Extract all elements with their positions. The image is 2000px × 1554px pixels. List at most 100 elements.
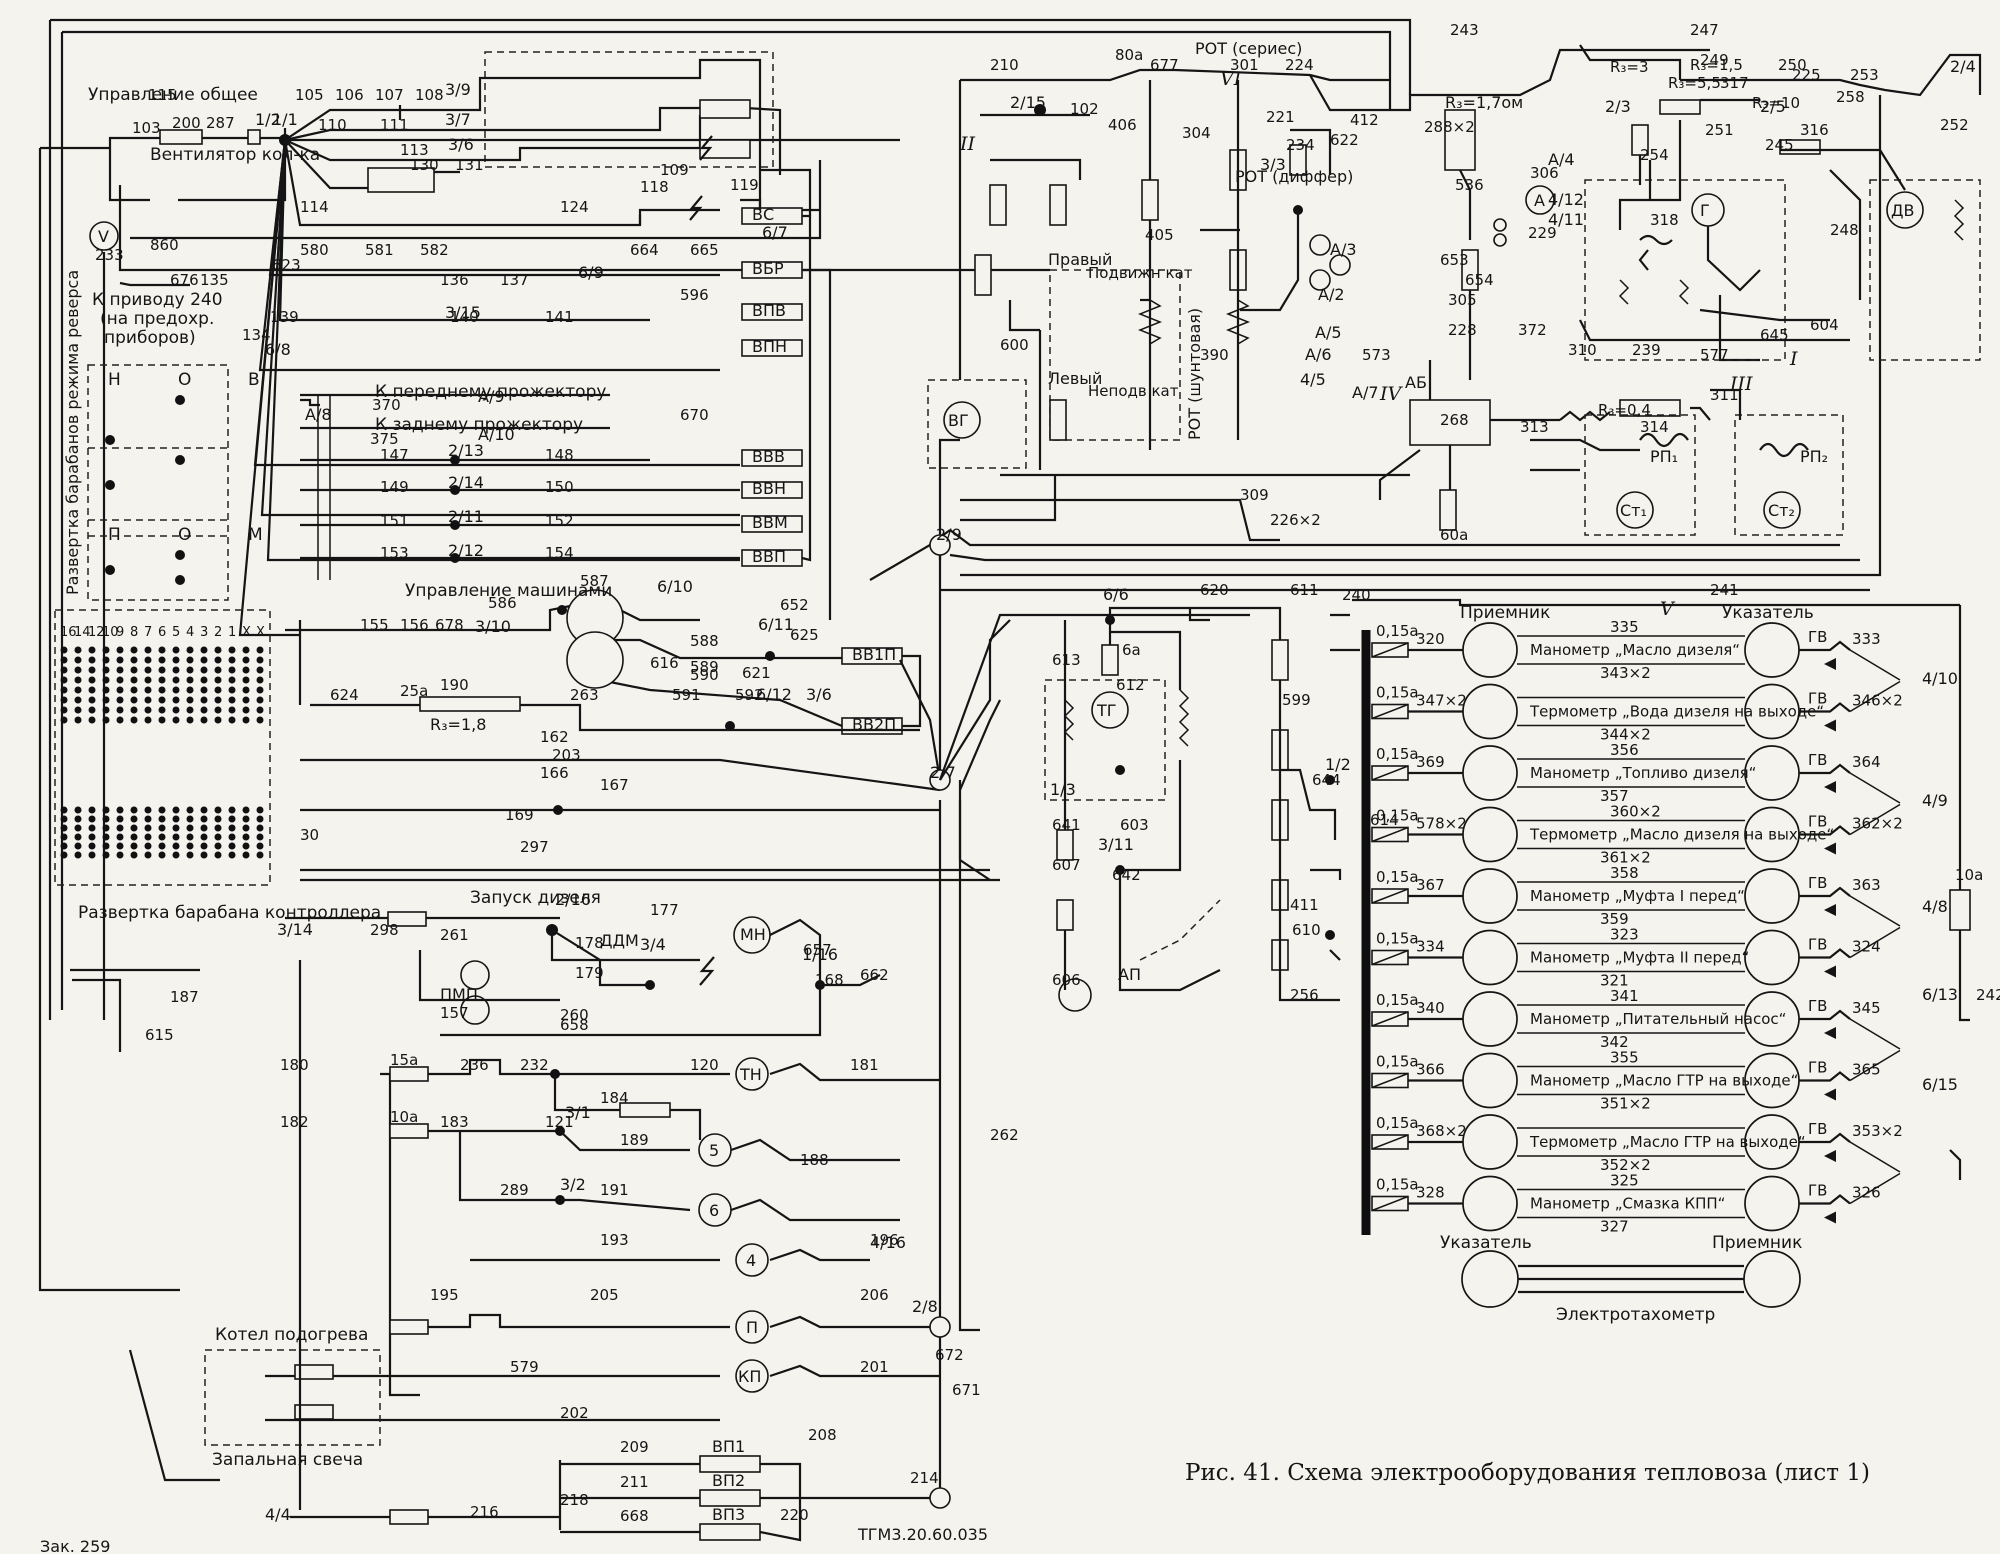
node-label: 6/12 bbox=[756, 685, 792, 704]
wire-number: 611 bbox=[1290, 581, 1319, 599]
component-value: 25а bbox=[400, 682, 428, 700]
drum-contact-dot bbox=[60, 716, 68, 724]
drum-contact-dot bbox=[186, 686, 194, 694]
wire-upper: 323 bbox=[1610, 926, 1639, 944]
receiver-wire: 320 bbox=[1416, 630, 1445, 648]
fuse-rating: 0,15а bbox=[1376, 991, 1419, 1009]
machine-control bbox=[285, 589, 1000, 882]
drum-contact-dot bbox=[214, 815, 222, 823]
wire-number: 588 bbox=[690, 632, 719, 650]
wire-lower: 343×2 bbox=[1600, 664, 1651, 682]
wire-number: 610 bbox=[1292, 921, 1321, 939]
instrument-name: Манометр „Масло ГТР на выходе“ bbox=[1530, 1072, 1798, 1090]
drum-contact-dot bbox=[144, 815, 152, 823]
indicator-bottom-label: Указатель bbox=[1440, 1233, 1532, 1253]
drum-contact-dot bbox=[60, 666, 68, 674]
drum-contact-dot bbox=[256, 716, 264, 724]
wire-number: 155 bbox=[360, 616, 389, 634]
node-label: 6/9 bbox=[578, 263, 604, 282]
drum-contact-dot bbox=[130, 676, 138, 684]
node-label: A/5 bbox=[1315, 323, 1342, 342]
drum-contact-dot bbox=[60, 806, 68, 814]
wire-number: 657 bbox=[803, 941, 832, 959]
wire-number: 372 bbox=[1518, 321, 1547, 339]
ct1-label: Ст₁ bbox=[1620, 501, 1647, 520]
fuse-rating: 0,15а bbox=[1376, 622, 1419, 640]
drum-contact-dot bbox=[242, 646, 250, 654]
wire-number: 310 bbox=[1568, 341, 1597, 359]
wire-lower: 359 bbox=[1600, 910, 1629, 928]
drum-contact-dot bbox=[214, 824, 222, 832]
relay-block-top bbox=[367, 51, 820, 221]
reverse-column-label: О bbox=[178, 370, 191, 390]
wire-number: 234 bbox=[1286, 136, 1315, 154]
wire-number: 304 bbox=[1182, 124, 1211, 142]
drum-position-label: 16 bbox=[60, 625, 77, 640]
receiver-wire: 328 bbox=[1416, 1184, 1445, 1202]
wire-number: 224 bbox=[1285, 56, 1314, 74]
drum-contact-dot bbox=[144, 666, 152, 674]
component-value: R₃=3 bbox=[1610, 58, 1649, 76]
ap-label: АП bbox=[1118, 965, 1141, 984]
drum-contact-dot bbox=[60, 656, 68, 664]
wire-number: 662 bbox=[860, 966, 889, 984]
drum-contact-dot bbox=[88, 706, 96, 714]
drum-contact-dot bbox=[130, 646, 138, 654]
fan-label: Вентилятор кол-ка bbox=[150, 145, 320, 165]
wire-number: 147 bbox=[380, 446, 409, 464]
component-value: 80а bbox=[1115, 46, 1143, 64]
contactor-coil-label: ВБР bbox=[752, 259, 784, 278]
indicator-wire: 365 bbox=[1852, 1061, 1881, 1079]
fuse-rating: 0,15а bbox=[1376, 807, 1419, 825]
indicator-wire: 326 bbox=[1852, 1184, 1881, 1202]
drum-contact-dot bbox=[116, 806, 124, 814]
wire-number: 137 bbox=[500, 271, 529, 289]
drum-contact-dot bbox=[116, 833, 124, 841]
drum-contact-dot bbox=[158, 806, 166, 814]
drum-contact-dot bbox=[186, 716, 194, 724]
wire-number: 119 bbox=[730, 176, 759, 194]
drum-contact-dot bbox=[172, 833, 180, 841]
gv-label: ГВ bbox=[1808, 751, 1827, 769]
tachometer-label: Электротахометр bbox=[1556, 1305, 1715, 1325]
wire-upper: 360×2 bbox=[1610, 803, 1661, 821]
drum-contact-dot bbox=[116, 824, 124, 832]
wire-number: 316 bbox=[1800, 121, 1829, 139]
drum-position-label: X bbox=[242, 625, 251, 640]
wire-number: 249 bbox=[1700, 51, 1729, 69]
drum-contact-dot bbox=[130, 833, 138, 841]
ab-label: АБ bbox=[1405, 373, 1427, 392]
node-label: A/3 bbox=[1330, 240, 1357, 259]
drum-contact-dot bbox=[102, 833, 110, 841]
drum-contact-dot bbox=[256, 851, 264, 859]
drum-contact-dot bbox=[228, 806, 236, 814]
drum-contact-dot bbox=[242, 656, 250, 664]
wire-number: 149 bbox=[380, 478, 409, 496]
wire-upper: 356 bbox=[1610, 741, 1639, 759]
instrument-bus bbox=[1352, 598, 1971, 1235]
wire-number: 261 bbox=[440, 926, 469, 944]
wire-lower: 321 bbox=[1600, 972, 1629, 990]
drum-contact-dot bbox=[214, 806, 222, 814]
tg-label: ТГ bbox=[1096, 701, 1117, 720]
wire-number: 288×2 bbox=[1424, 118, 1475, 136]
drum-contact-dot bbox=[256, 833, 264, 841]
receiver-wire: 340 bbox=[1416, 999, 1445, 1017]
wire-number: 375 bbox=[370, 430, 399, 448]
wire-number: 121 bbox=[545, 1113, 574, 1131]
generator-section bbox=[927, 68, 1390, 470]
wire-number: 672 bbox=[935, 1346, 964, 1364]
drum-contact-dot bbox=[242, 824, 250, 832]
reverse-row-label: П bbox=[108, 525, 121, 545]
drum-contact-dot bbox=[186, 824, 194, 832]
wire-number: 242 bbox=[1976, 986, 2000, 1004]
contactor-coil-label: ВВ2П bbox=[852, 715, 896, 734]
node-label: 3/7 bbox=[445, 110, 471, 129]
wire-number: 118 bbox=[640, 178, 669, 196]
component-value: 6а bbox=[1122, 641, 1141, 659]
drum-contact-dot bbox=[74, 706, 82, 714]
wire-number: 240 bbox=[1342, 586, 1371, 604]
